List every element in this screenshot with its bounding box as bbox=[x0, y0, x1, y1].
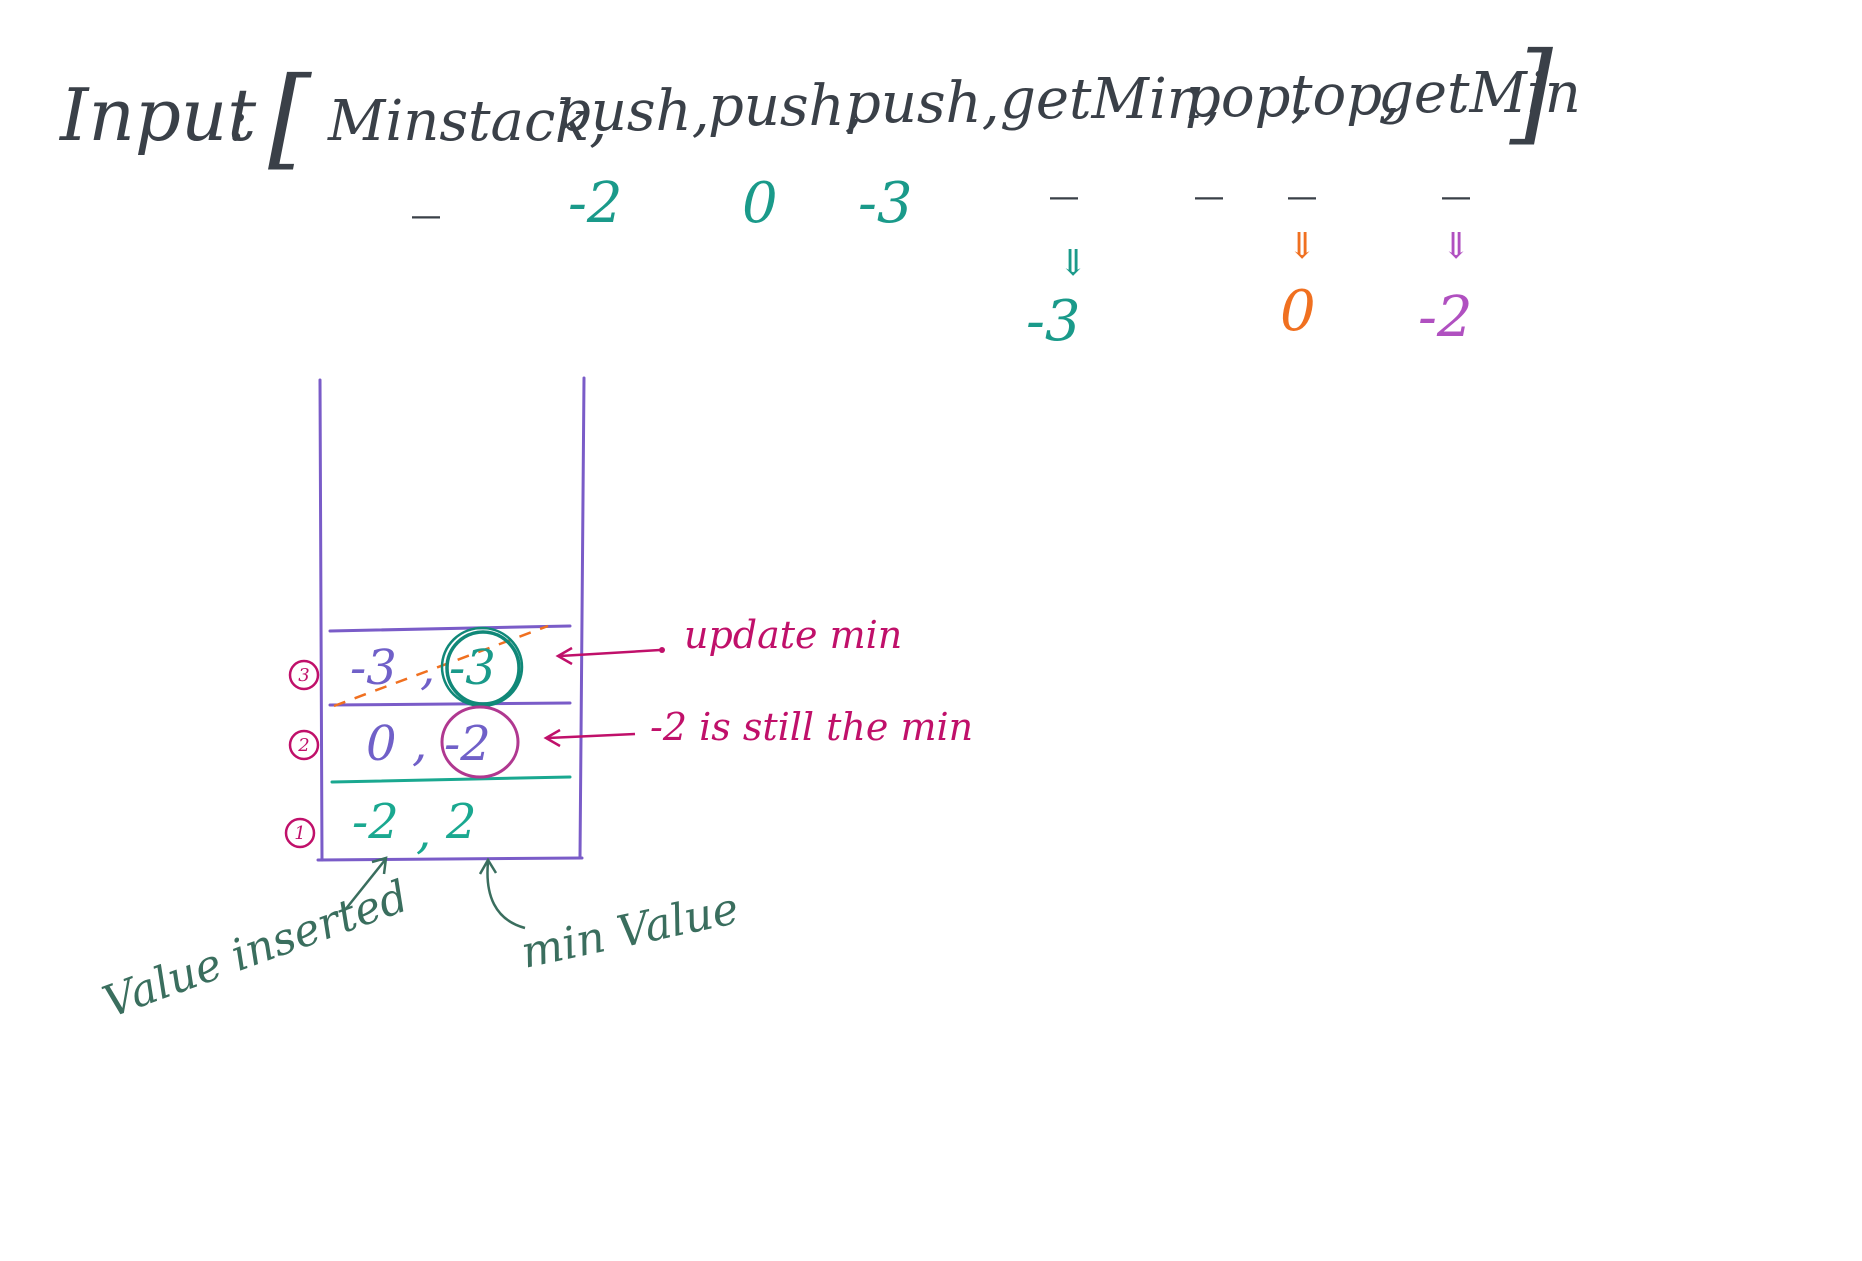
stack-bottom bbox=[316, 856, 584, 862]
row2-value: 0 bbox=[366, 716, 397, 772]
arg-push-2: 0 bbox=[742, 171, 778, 236]
update-min-arrow bbox=[559, 648, 661, 658]
row3-number-circle bbox=[288, 659, 320, 691]
row3-number: 3 bbox=[298, 665, 309, 686]
arg-minstack: _ bbox=[412, 154, 440, 219]
arg-getmin-1: _ bbox=[1050, 135, 1078, 200]
output-arrow-getmin-2: ⇓ bbox=[1441, 226, 1471, 267]
arg-push-3: -3 bbox=[858, 171, 913, 236]
row2-number: 2 bbox=[297, 735, 309, 756]
stack-row-1: -2 , 2 bbox=[352, 794, 477, 860]
row1-value: -2 bbox=[352, 794, 399, 850]
row2-separator: , bbox=[412, 716, 427, 772]
annotation-update-min: update min bbox=[555, 613, 902, 666]
open-bracket: [ bbox=[268, 53, 312, 181]
op-top: top, bbox=[1290, 63, 1400, 128]
output-value-top: 0 bbox=[1280, 279, 1316, 344]
input-header: Input : [ Minstack, push, push, push, ge… bbox=[58, 28, 1581, 181]
output-value-getmin-1: -3 bbox=[1026, 289, 1081, 354]
row1-top-divider bbox=[330, 775, 572, 784]
row1-number-circle bbox=[284, 817, 316, 849]
update-min-text: update min bbox=[684, 613, 902, 657]
op-getmin-1: getMin, bbox=[1000, 67, 1221, 132]
update-min-arrow-tail bbox=[659, 647, 665, 653]
annotation-value-inserted: Value inserted bbox=[96, 856, 415, 1028]
arg-top: _ bbox=[1288, 135, 1316, 200]
op-getmin-2: getMin bbox=[1378, 61, 1581, 126]
still-min-text: -2 is still the min bbox=[650, 705, 973, 749]
row3-min: -3 bbox=[449, 640, 496, 696]
arg-pop: _ bbox=[1195, 135, 1223, 200]
min-value-text: min Value bbox=[517, 883, 743, 979]
arguments-row: _ -2 0 -3 _ _ _ _ bbox=[412, 135, 1470, 236]
min-value-arrowhead bbox=[478, 857, 498, 875]
input-label: Input bbox=[58, 73, 257, 157]
row2-top-divider bbox=[328, 701, 572, 707]
close-bracket: ] bbox=[1509, 28, 1554, 156]
output-arrow-top: ⇓ bbox=[1287, 226, 1317, 267]
stack-row-2: 0 , -2 bbox=[366, 705, 520, 779]
stack-right-wall bbox=[578, 376, 586, 860]
op-push-3: push, bbox=[845, 71, 1000, 136]
min-value-arrow bbox=[486, 861, 526, 930]
annotation-min-value: min Value bbox=[478, 857, 743, 979]
row2-min: -2 bbox=[444, 716, 491, 772]
row1-min: 2 bbox=[445, 794, 477, 850]
stack-left-wall bbox=[318, 378, 324, 862]
row3-value: -3 bbox=[350, 640, 397, 696]
input-colon: : bbox=[228, 85, 248, 155]
op-push-2: push, bbox=[708, 74, 863, 139]
row-number-labels: 3 2 1 bbox=[294, 665, 309, 844]
value-inserted-arrowhead bbox=[371, 856, 388, 875]
output-value-getmin-2: -2 bbox=[1418, 285, 1473, 350]
stack-row-3: -3 , -3 bbox=[350, 626, 524, 708]
op-pop: pop, bbox=[1185, 65, 1308, 130]
value-inserted-arrow bbox=[344, 859, 386, 911]
arg-getmin-2: _ bbox=[1442, 135, 1470, 200]
stack-dividers bbox=[328, 624, 572, 784]
outputs-row: ⇓ -3 ⇓ 0 ⇓ -2 bbox=[1026, 226, 1473, 354]
row1-number: 1 bbox=[294, 823, 305, 844]
output-arrow-getmin-1: ⇓ bbox=[1058, 243, 1088, 284]
value-inserted-text: Value inserted bbox=[96, 871, 414, 1028]
arg-push-1: -2 bbox=[568, 171, 623, 236]
row2-number-circle bbox=[288, 729, 320, 761]
row1-separator: , bbox=[416, 804, 431, 860]
row2-min-circle bbox=[440, 705, 520, 779]
annotation-still-min: -2 is still the min bbox=[543, 705, 973, 749]
op-minstack: Minstack, bbox=[327, 89, 607, 154]
row3-min-circle bbox=[445, 630, 521, 706]
update-min-arrowhead bbox=[555, 646, 573, 666]
row3-top-divider bbox=[328, 624, 572, 633]
row3-separator: , bbox=[420, 640, 435, 696]
op-push-1: push, bbox=[555, 79, 710, 144]
still-min-arrowhead bbox=[543, 728, 561, 748]
row-number-markers bbox=[284, 659, 320, 849]
still-min-arrow bbox=[547, 732, 636, 740]
stack-container bbox=[316, 376, 586, 862]
